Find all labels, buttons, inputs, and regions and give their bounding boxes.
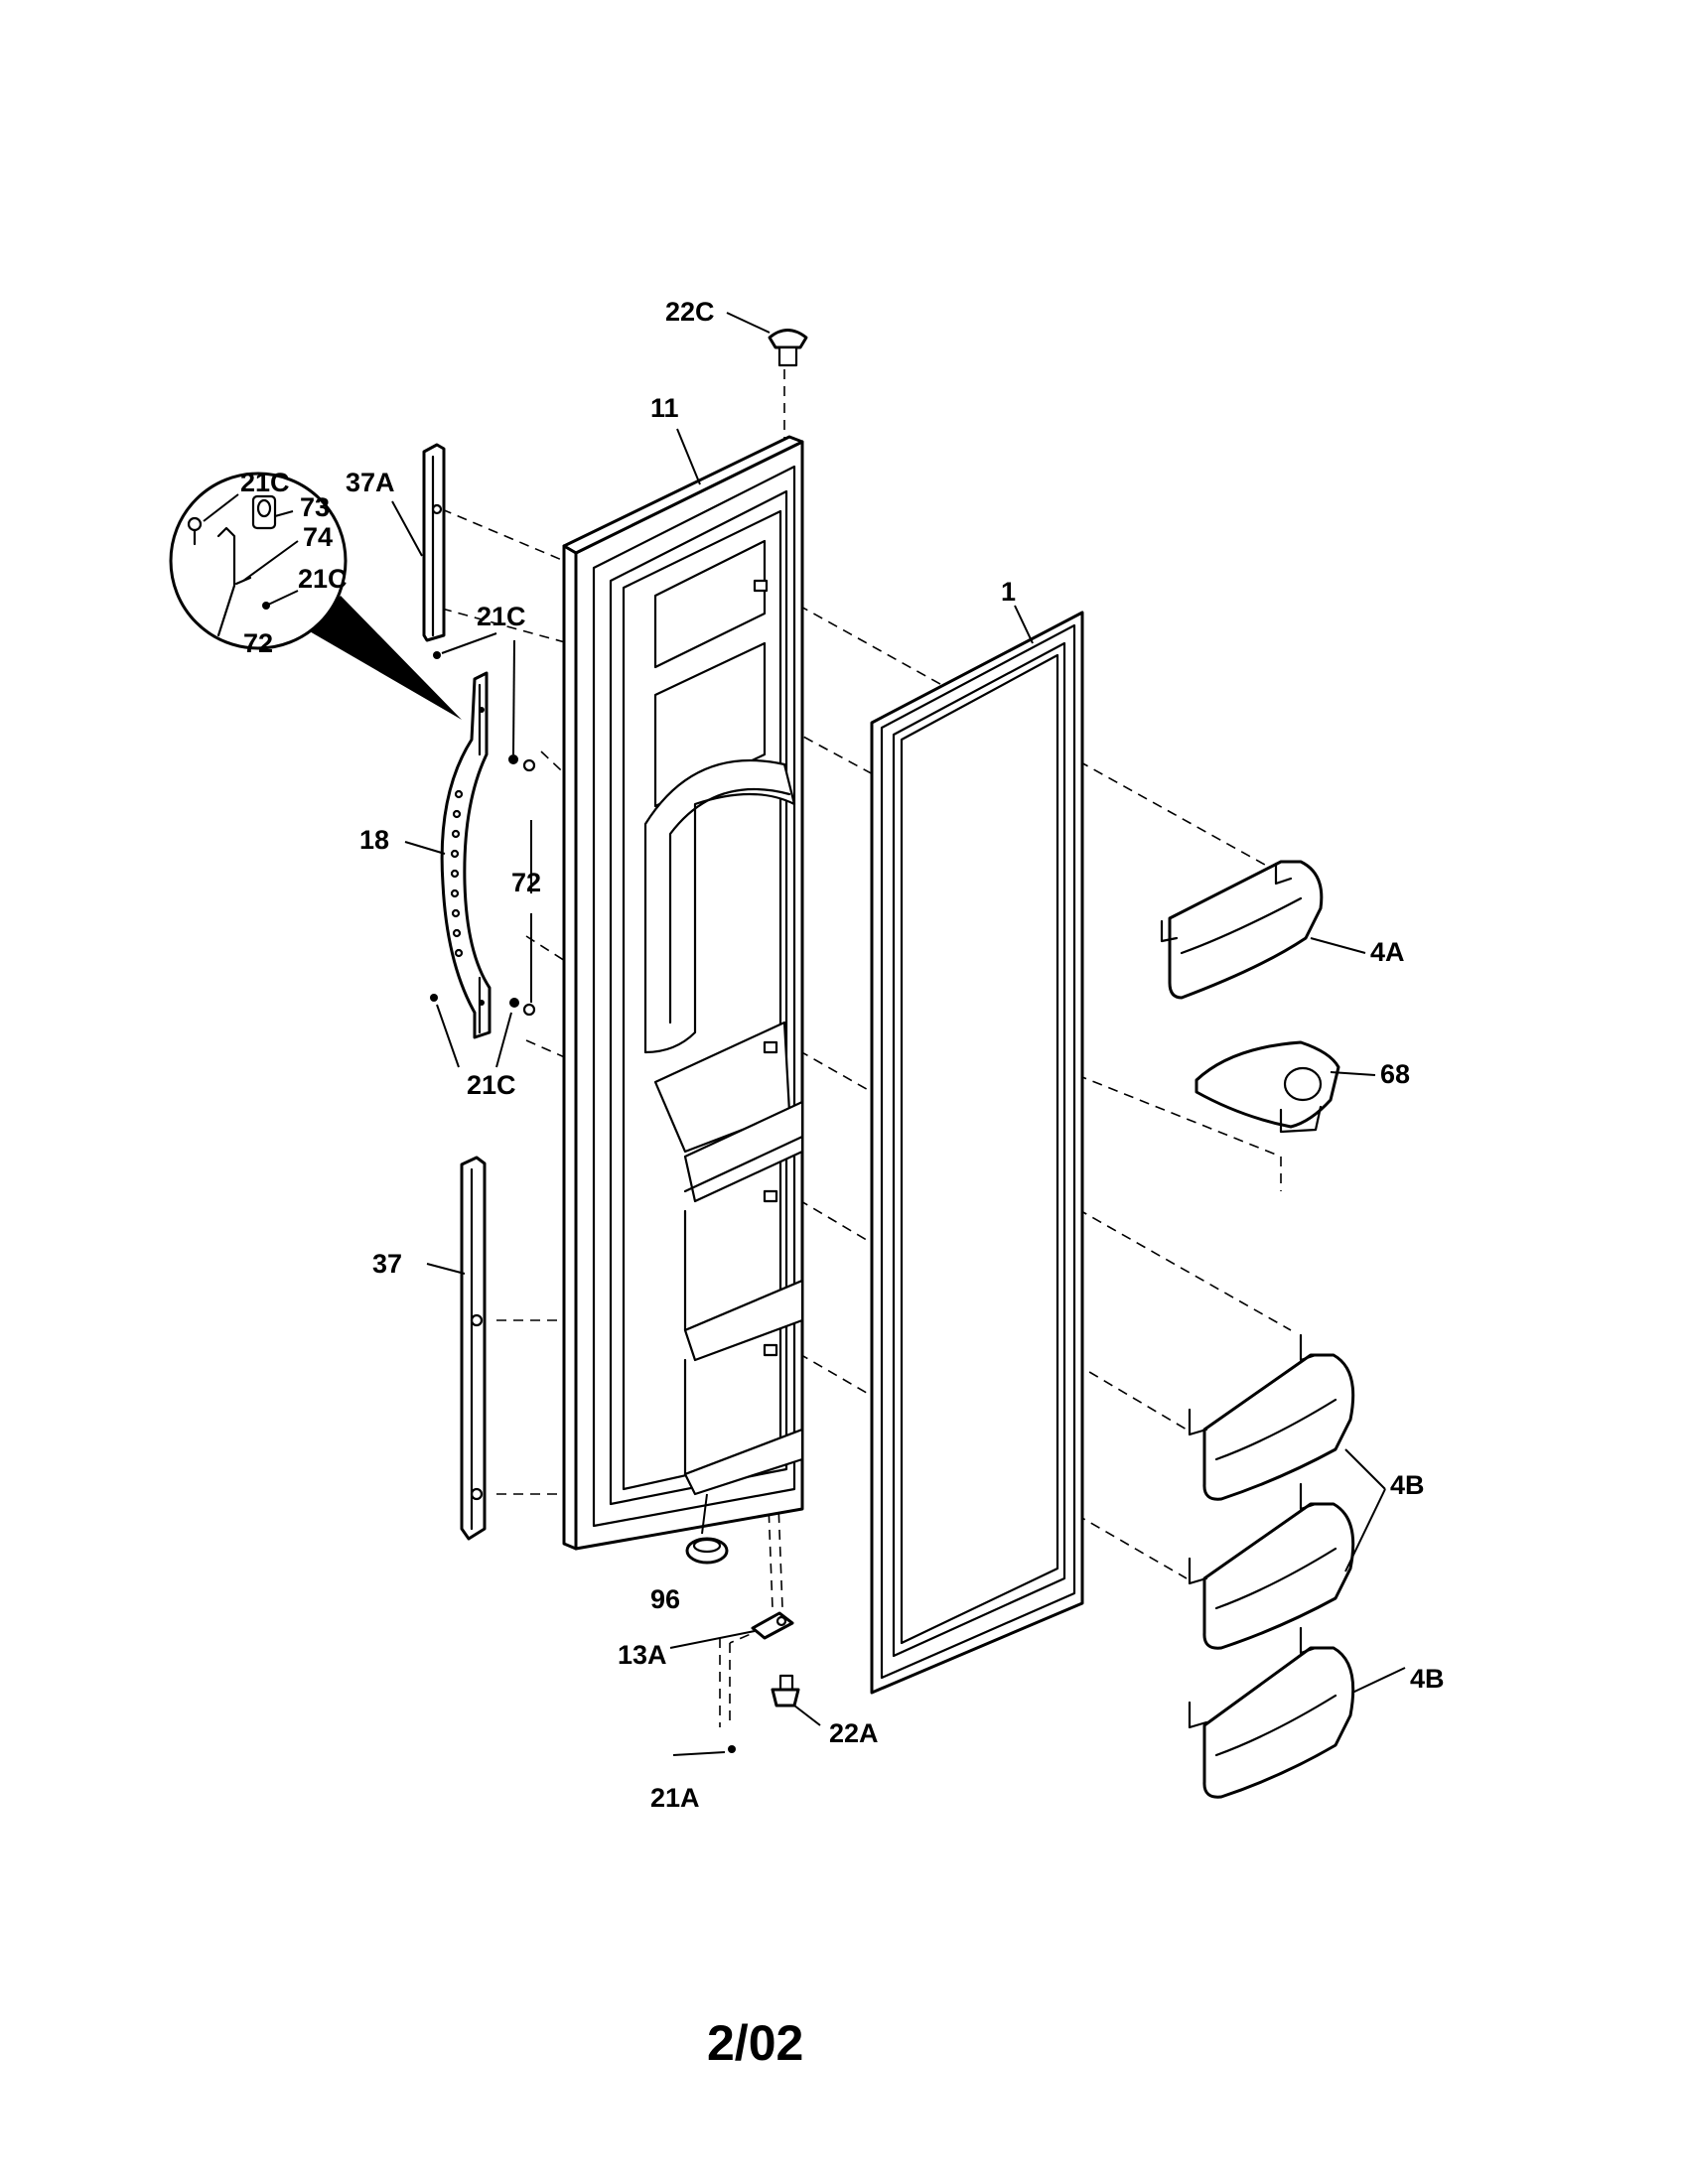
door-bin-4b-3 (1188, 1626, 1355, 1799)
label-68: 68 (1380, 1059, 1410, 1089)
label-11: 11 (650, 393, 679, 423)
label-96: 96 (650, 1584, 680, 1614)
fasteners (430, 651, 736, 1753)
hinge-pin-22a (771, 1674, 800, 1707)
door-bin-4a (1160, 860, 1324, 1000)
label-37: 37 (372, 1249, 402, 1279)
handle-grip-dots (450, 789, 464, 958)
door-gasket-1 (870, 611, 1084, 1695)
label-72: 72 (511, 868, 541, 897)
label-21a: 21A (650, 1783, 700, 1813)
label-21c-inset-2: 21C (298, 564, 348, 594)
label-72-inset: 72 (243, 628, 273, 658)
egg-tray-68 (1195, 1040, 1340, 1134)
label-4a: 4A (1370, 937, 1405, 967)
part-labels: 22C 11 37A 21C 73 74 21C 72 21C 1 18 72 … (240, 297, 1445, 1813)
label-4b-upper: 4B (1390, 1470, 1425, 1500)
label-73: 73 (300, 492, 330, 522)
label-22c: 22C (665, 297, 715, 327)
detail-inset (169, 472, 462, 720)
hinge-pin-22c (768, 329, 808, 367)
label-21c-bottom: 21C (467, 1070, 516, 1100)
door-panel-11 (562, 435, 804, 1551)
door-bin-4b-2 (1188, 1482, 1355, 1650)
label-22a: 22A (829, 1718, 879, 1748)
label-1: 1 (1001, 577, 1016, 607)
trim-37 (460, 1156, 487, 1541)
handle-18 (440, 671, 492, 1039)
label-21c-inset-1: 21C (240, 468, 290, 497)
footer-date: 2/02 (707, 2015, 803, 2071)
label-37a: 37A (346, 468, 395, 497)
label-21c-top: 21C (477, 602, 526, 631)
trim-37a (422, 443, 446, 642)
plug-96 (685, 1537, 729, 1565)
label-74: 74 (303, 522, 333, 552)
door-bin-4b-1 (1188, 1333, 1355, 1501)
hinge-bracket-13a (751, 1611, 794, 1640)
label-4b-lower: 4B (1410, 1664, 1445, 1694)
leader-lines (203, 312, 1406, 1756)
label-18: 18 (359, 825, 389, 855)
label-13a: 13A (618, 1640, 667, 1670)
